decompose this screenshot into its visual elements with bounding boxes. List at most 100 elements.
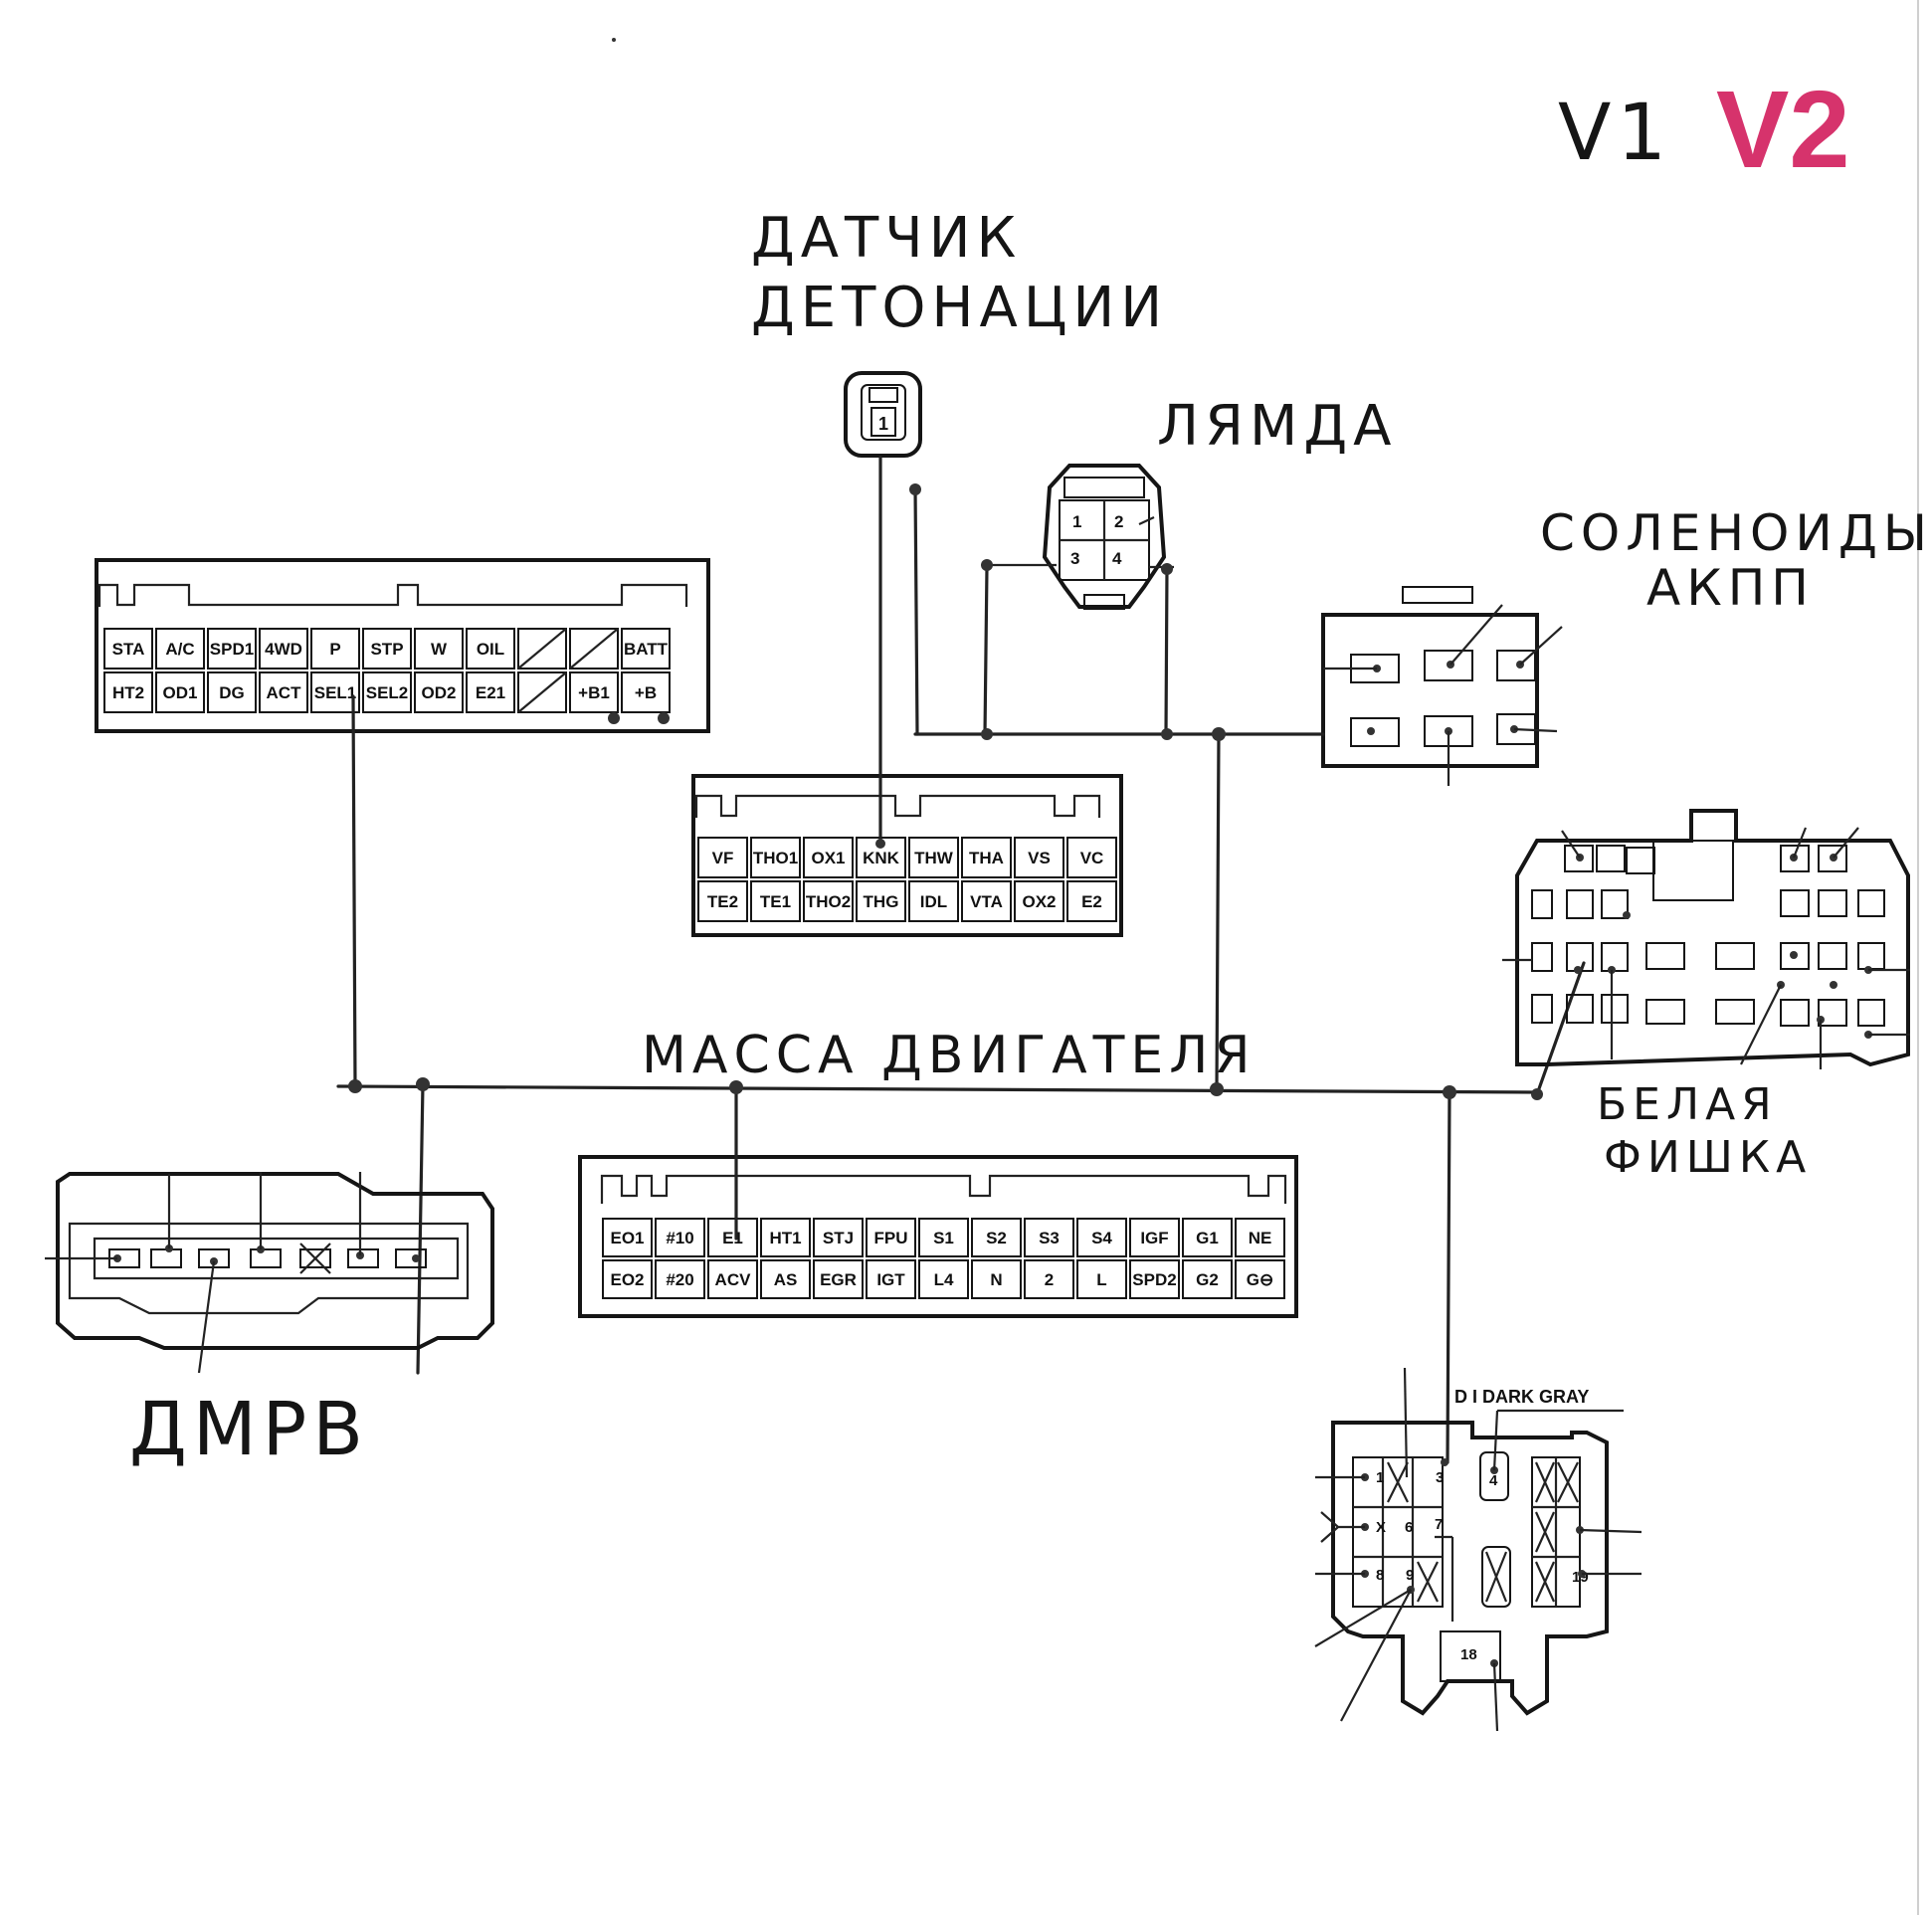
diag-connector: 1 3 4 6 7 X 8 9 18 19 <box>1314 1367 1642 1732</box>
ecu-b-pin-label: OX1 <box>811 849 845 867</box>
ecu-c-cell <box>1024 1259 1074 1299</box>
white-connector-cell <box>1564 845 1594 872</box>
ecu-b-cell <box>856 880 906 922</box>
white-connector-pin-dot <box>1790 951 1798 959</box>
ecu-b-pin-label: TE2 <box>707 892 738 911</box>
white-connector-cell <box>1818 942 1847 970</box>
ecu-c-cell <box>707 1259 758 1299</box>
white-connector-cell <box>1857 889 1885 917</box>
white-connector-wire <box>1792 827 1808 859</box>
diag-x-mark: X <box>1376 1519 1386 1536</box>
ecu-c-cell <box>866 1218 916 1257</box>
diag-pin-3: 3 <box>1436 1469 1444 1486</box>
ecu-b-pin-label: THO1 <box>753 849 798 867</box>
white-connector-cell <box>1857 942 1885 970</box>
ecu-b-pin-label: THO2 <box>806 892 851 911</box>
ecu-c-cell <box>602 1259 653 1299</box>
knock-pin-1: 1 <box>878 414 888 434</box>
ecu-a-cell <box>466 628 515 670</box>
diag-pin-6: 6 <box>1405 1519 1413 1536</box>
ecu-b-pin-label: IDL <box>920 892 947 911</box>
ecu-c-pin-label: S4 <box>1091 1229 1112 1247</box>
white-connector-title-line1: БЕЛАЯ <box>1597 1079 1778 1130</box>
ecu-c-pin-label: EGR <box>820 1270 857 1289</box>
ecu-a-blank-slash <box>517 628 567 670</box>
white-connector-cell <box>1780 942 1810 970</box>
white-connector-cell <box>1652 840 1734 901</box>
ecu-c-cell <box>760 1259 811 1299</box>
ecu-a-cell <box>103 628 153 670</box>
white-connector-cell <box>1566 889 1594 919</box>
ecu-c-cell <box>1076 1218 1127 1257</box>
ecu-b-cell <box>750 880 801 922</box>
version-v1-label: V1 <box>1558 89 1672 178</box>
ecu-b-cell <box>803 880 854 922</box>
white-connector-wire <box>1740 984 1782 1065</box>
ecu-b-cell <box>961 880 1012 922</box>
ecu-c-cell <box>971 1218 1022 1257</box>
stray-dot <box>612 38 616 42</box>
ecu-c-cell <box>1235 1259 1285 1299</box>
ecu-c-pin-label: EO2 <box>610 1270 644 1289</box>
ecu-a-cell <box>207 671 257 713</box>
ecu-a-cell <box>259 628 308 670</box>
white-connector-cell <box>1626 847 1655 874</box>
white-connector-cell <box>1531 942 1553 972</box>
ecu-c-pin-label: HT1 <box>769 1229 801 1247</box>
ecu-b-cell <box>750 837 801 878</box>
ecu-a-pin-label: W <box>431 640 448 659</box>
white-connector-cell <box>1818 889 1847 917</box>
diag-pin-18: 18 <box>1460 1646 1477 1663</box>
diag-pin-1: 1 <box>1376 1469 1384 1486</box>
ecu-b-pin-label: OX2 <box>1022 892 1056 911</box>
ecu-b-pin-label: THW <box>914 849 954 867</box>
ecu-b-cell <box>697 837 748 878</box>
ecu-c-pin-label: G1 <box>1196 1229 1219 1247</box>
ecu-c-cell <box>1129 1218 1180 1257</box>
lambda-title: ЛЯМДА <box>1157 394 1397 459</box>
ecu-a-pin-label: +B <box>635 683 657 702</box>
ecu-b-pin-label: THA <box>969 849 1004 867</box>
ecu-a-cell <box>155 671 205 713</box>
white-connector-cell <box>1780 845 1810 872</box>
ecu-b-pin-label: TE1 <box>760 892 791 911</box>
diag-pin-7: 7 <box>1435 1516 1443 1533</box>
ecu-a-pin-label: SPD1 <box>210 640 254 659</box>
ecu-c-pin-label: 2 <box>1045 1270 1054 1289</box>
ecu-c-cell <box>655 1259 705 1299</box>
ecu-a-pin-label: +B1 <box>578 683 610 702</box>
lambda-connector: 1 2 3 4 <box>1042 464 1167 610</box>
ecu-a-cell <box>310 628 360 670</box>
ecu-a-pin-label: SEL2 <box>366 683 409 702</box>
ecu-b-cell <box>908 837 959 878</box>
lambda-pin-3: 3 <box>1070 549 1079 568</box>
ecu-a-pin-label: P <box>329 640 340 659</box>
ecu-b-pin-label: VS <box>1028 849 1051 867</box>
ecu-a-cell <box>621 671 671 713</box>
maf-title: ДМРВ <box>129 1387 369 1472</box>
ecu-c-cell <box>1235 1218 1285 1257</box>
ecu-a-pin-label: A/C <box>165 640 194 659</box>
white-connector-cell <box>1601 889 1629 919</box>
ecu-c-cell <box>813 1218 864 1257</box>
ecu-a-cell <box>259 671 308 713</box>
ecu-a-pin-label: OD2 <box>422 683 457 702</box>
ecu-c-pin-label: G2 <box>1196 1270 1219 1289</box>
solenoid-title-line1: СОЛЕНОИДЫ <box>1540 504 1932 562</box>
ecu-c-pin-label: N <box>990 1270 1002 1289</box>
ecu-a-cell <box>569 671 619 713</box>
knock-sensor-connector: 1 <box>844 371 922 458</box>
white-connector-cell <box>1566 994 1594 1024</box>
white-connector-cell <box>1715 942 1755 970</box>
ecu-a-cell <box>414 628 464 670</box>
white-connector <box>1502 809 1910 1069</box>
ecu-a-cell <box>517 628 567 670</box>
ecu-a-blank-slash <box>569 628 619 670</box>
ecu-c-cell <box>918 1259 969 1299</box>
knock-sensor-title-line2: ДЕТОНАЦИИ <box>751 276 1168 340</box>
ecu-b-cell <box>1066 880 1117 922</box>
white-connector-wire <box>1561 830 1581 859</box>
ecu-c-pin-label: IGT <box>876 1270 905 1289</box>
ecu-b-cell <box>1014 837 1064 878</box>
ecu-c-cell <box>760 1218 811 1257</box>
